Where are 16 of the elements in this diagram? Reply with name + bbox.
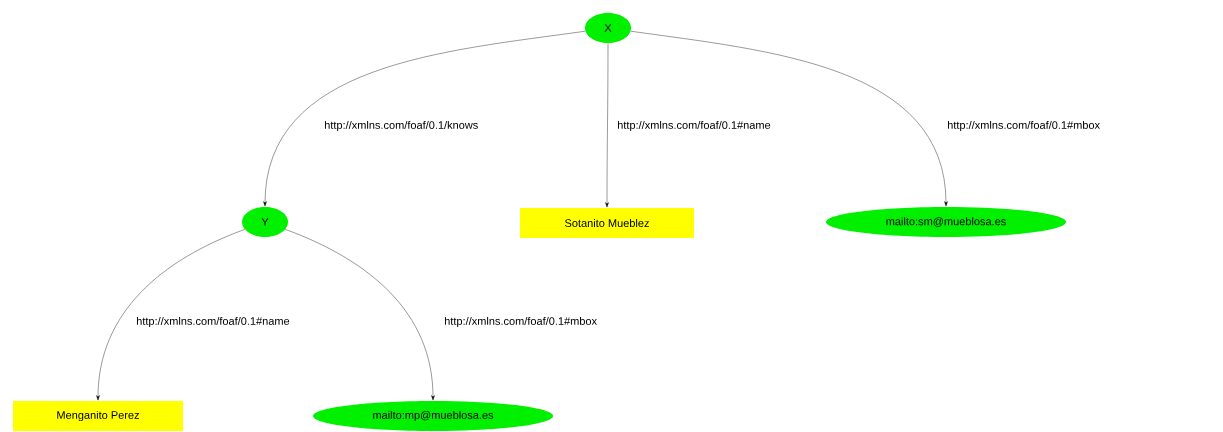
arrow [285, 229, 435, 401]
ellipse-node: Y [242, 207, 288, 237]
arrow [630, 31, 948, 207]
literal-box: Menganito Perez [13, 401, 183, 431]
arrow [96, 229, 245, 401]
ellipse-node: X [585, 13, 631, 43]
arrow [605, 43, 609, 208]
arrow [263, 31, 586, 207]
edge-label: http://xmlns.com/foaf/0.1#mbox [443, 315, 599, 329]
literal-box: Sotanito Mueblez [520, 208, 694, 238]
edge-label: http://xmlns.com/foaf/0.1#name [616, 119, 772, 133]
edge-label: http://xmlns.com/foaf/0.1#name [135, 315, 291, 329]
ellipse-node: mailto:sm@mueblosa.es [826, 207, 1066, 237]
edge-label: http://xmlns.com/foaf/0.1/knows [323, 119, 480, 133]
edge-label: http://xmlns.com/foaf/0.1#mbox [946, 119, 1102, 133]
ellipse-node: mailto:mp@mueblosa.es [313, 401, 553, 431]
